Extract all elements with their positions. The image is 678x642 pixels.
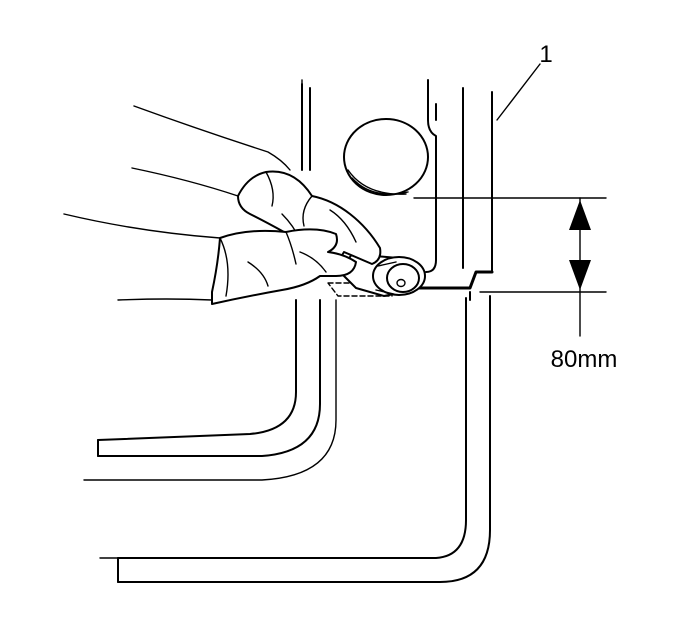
left-hand <box>63 213 357 305</box>
arrow-down-icon <box>569 260 591 290</box>
body-panel <box>83 79 494 583</box>
callout-1: 1 <box>496 41 553 121</box>
right-hand <box>131 105 382 265</box>
callout-leader-line <box>496 63 541 121</box>
dimension-label: 80mm <box>551 346 618 373</box>
arrow-up-icon <box>569 200 591 230</box>
sanding-tool <box>327 253 426 297</box>
callout-number: 1 <box>539 41 552 68</box>
dimension-80mm: 80mm <box>413 197 618 373</box>
